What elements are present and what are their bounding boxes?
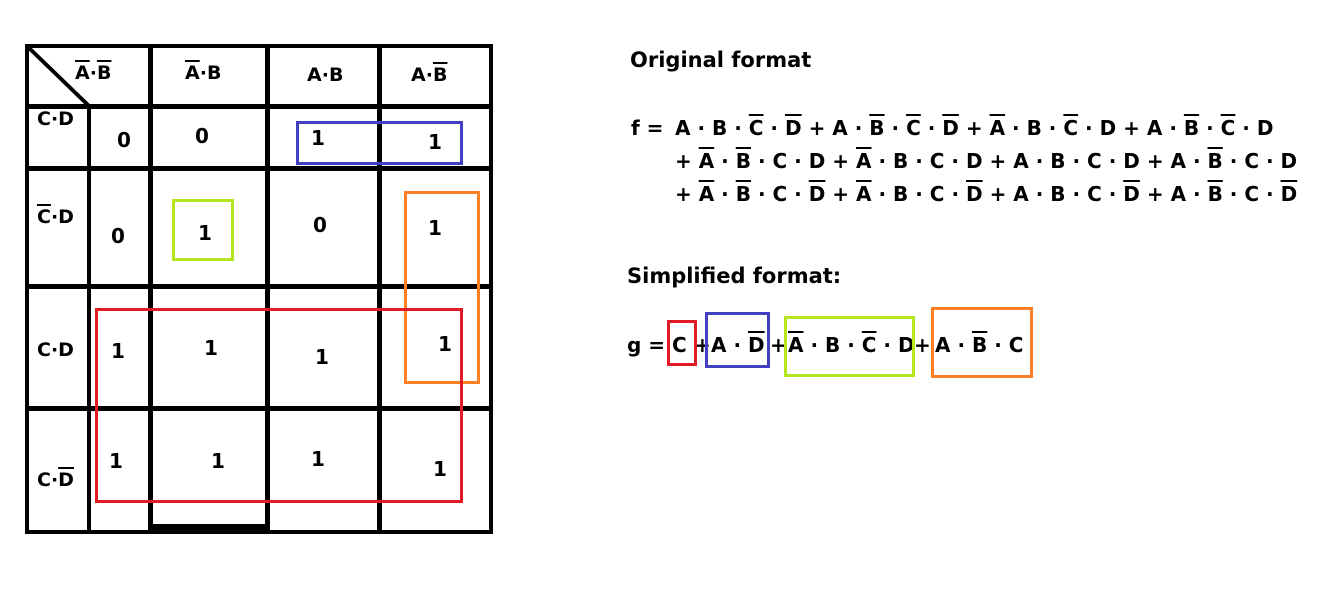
corner-diagonal [25,44,91,108]
column-header-4: A·B [411,64,448,86]
simplified-term-3: A · B · C · D [788,333,915,357]
grid-line [25,284,493,289]
simplified-term-2: A · D [711,333,765,357]
grid-line [25,166,493,171]
grid-line [87,106,91,534]
cell-value: 0 [117,128,131,152]
term-box-orange [931,307,1033,378]
term-box-red [667,320,697,366]
plus-sign: + [914,333,931,357]
term-box-blue [705,312,770,368]
cell-value: 1 [204,336,218,360]
cell-value: 0 [313,213,327,237]
cell-value: 1 [428,216,442,240]
original-line-3: + A · B · C · D + A · B · C · D + A · B … [675,182,1298,206]
karnaugh-map: A·B A·B A·B A·B C·D C·D C·D C·D 0 0 1 1 … [25,44,493,534]
simplified-term-4: A · B · C [935,333,1024,357]
cell-value: 1 [109,449,123,473]
cell-value: 1 [311,447,325,471]
grid-line [25,530,493,534]
plus-sign: + [770,333,787,357]
original-line-1: A · B · C · D + A · B · C · D + A · B · … [675,116,1274,140]
term-box-green [784,316,915,377]
original-format-heading: Original format [630,48,812,72]
row-header-2: C·D [37,206,74,228]
grid-line [148,44,153,534]
group-red [95,308,463,503]
group-orange [404,191,480,384]
cell-value: 1 [211,449,225,473]
group-blue [296,121,463,165]
grid-line [25,104,493,109]
row-header-1: C·D [37,108,74,130]
grid-line [377,44,382,534]
cell-value: 1 [428,130,442,154]
row-header-3: C·D [37,339,74,361]
cell-value: 0 [111,224,125,248]
group-green [172,199,234,261]
row-header-4: C·D [37,469,74,491]
cell-value: 1 [438,332,452,356]
cell-value: 1 [111,339,125,363]
column-header-2: A·B [185,62,222,84]
grid-line [265,44,270,534]
grid-line [489,44,493,534]
column-header-1: A·B [75,62,112,84]
cell-value: 1 [198,221,212,245]
grid-line [25,44,493,48]
grid-line [153,524,265,530]
cell-value: 1 [315,345,329,369]
g-prefix: g = [627,333,666,357]
cell-value: 0 [195,124,209,148]
cell-value: 1 [311,126,325,150]
original-line-2: + A · B · C · D + A · B · C · D + A · B … [675,149,1298,173]
grid-line [25,44,29,534]
column-header-3: A·B [307,64,344,86]
cell-value: 1 [433,457,447,481]
f-prefix: f = [631,116,664,140]
grid-line [25,406,493,411]
simplified-format-heading: Simplified format: [627,264,842,288]
simplified-term-1: C [672,333,687,357]
